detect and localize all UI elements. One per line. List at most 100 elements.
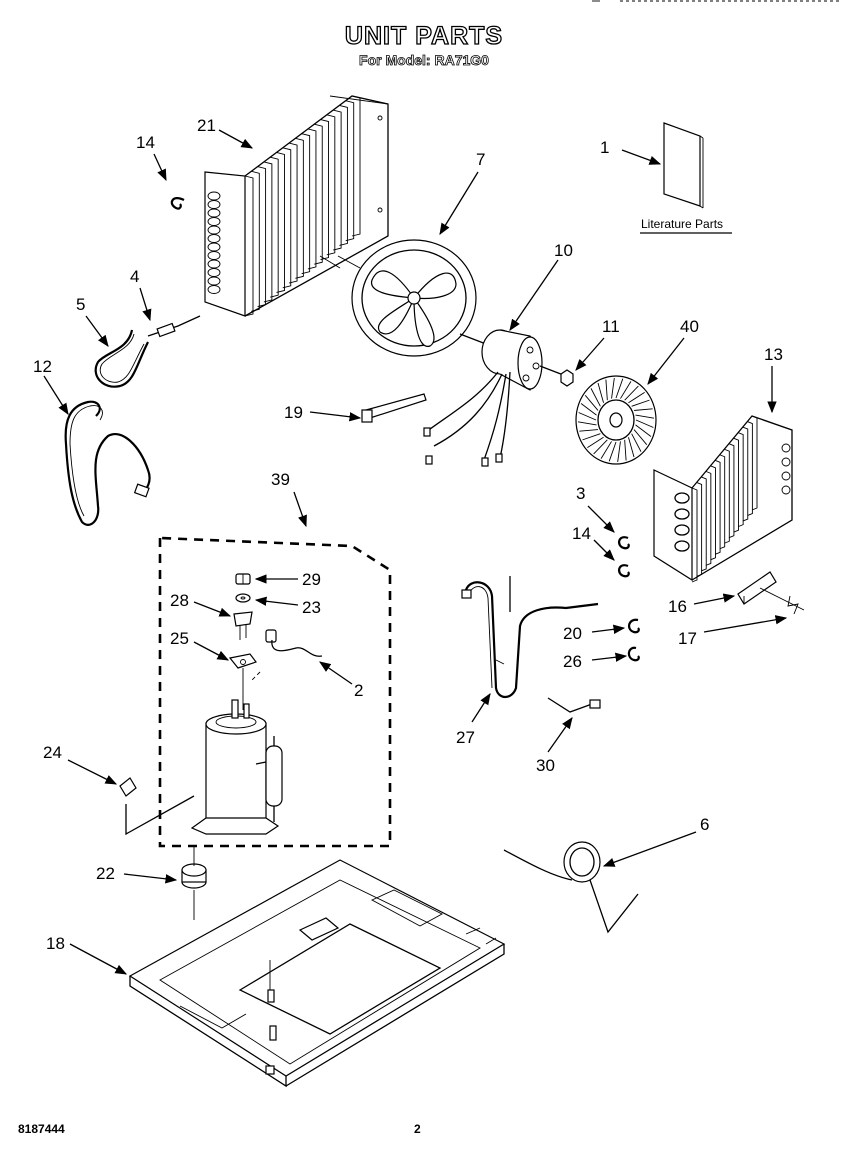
blower-blade — [582, 433, 601, 441]
part-28-terminal-cover — [233, 611, 253, 640]
part-24-clamp — [119, 777, 195, 836]
condenser-coil-bend — [207, 191, 221, 201]
evaporator-fin — [705, 470, 712, 566]
blower-blade — [615, 378, 624, 399]
part-4-sensor — [147, 315, 201, 338]
part-6-thermostat — [503, 841, 639, 934]
part-19-wire-tie — [361, 393, 427, 423]
blower-blade — [587, 436, 604, 448]
blower-blade — [605, 379, 608, 401]
model-subtitle: For Model: RA71G0 — [359, 52, 490, 69]
condenser-fin — [251, 170, 260, 312]
callout-12: 12 — [33, 357, 52, 376]
callout-11: 11 — [602, 317, 620, 336]
callout-30: 30 — [536, 756, 555, 775]
condenser-fin — [339, 104, 348, 246]
evaporator-fin — [724, 448, 730, 544]
part-23-washer — [235, 593, 251, 603]
condenser-fin — [301, 133, 311, 275]
condenser-fin — [351, 95, 361, 237]
condenser-coil-bend — [207, 276, 221, 286]
condenser-fin — [257, 166, 267, 308]
callout-10: 10 — [554, 241, 573, 260]
callout-2: 2 — [354, 681, 363, 700]
callout-14-top: 14 — [136, 133, 155, 152]
blower-blade — [577, 421, 597, 426]
part-25-overload-protector — [228, 653, 257, 710]
callout-23: 23 — [302, 598, 321, 617]
blower-blade — [635, 414, 655, 419]
blower-blade — [631, 399, 650, 407]
part-12-tube-assembly — [64, 400, 151, 526]
evaporator-coil-bend — [674, 524, 690, 536]
evaporator-fin — [742, 426, 749, 522]
blower-blade — [635, 424, 652, 437]
part-27-tube-assembly — [461, 576, 599, 699]
callout-19: 19 — [284, 403, 303, 422]
leader-arrows — [43, 129, 788, 975]
blower-blade — [633, 408, 653, 411]
evaporator-fin — [737, 432, 744, 528]
part-22-grommet — [181, 846, 207, 920]
part-7-fan-blade — [319, 239, 477, 357]
callout-26: 26 — [563, 652, 582, 671]
blower-blade — [633, 429, 648, 445]
blower-blade — [584, 395, 599, 411]
blower-blade — [608, 441, 617, 462]
callout-13: 13 — [764, 345, 783, 364]
blower-blade — [624, 385, 639, 401]
condenser-fin — [288, 142, 298, 284]
part-1-literature — [640, 122, 732, 234]
condenser-coil-bend — [207, 268, 221, 277]
blower-blade — [635, 419, 654, 428]
blower-blade — [580, 403, 597, 416]
blower-blade — [579, 429, 599, 432]
condenser-fin — [333, 109, 342, 251]
condenser-fin — [244, 175, 254, 317]
evaporator-fin — [733, 437, 739, 533]
callout-24: 24 — [43, 743, 62, 762]
blower-blade — [600, 441, 612, 459]
callout-29: 29 — [302, 570, 321, 589]
part-3-clip — [618, 536, 630, 550]
part-11-nut — [560, 369, 574, 387]
evaporator-fin — [714, 459, 721, 555]
blower-blade — [593, 439, 608, 455]
callout-labels: 21 14 7 1 10 4 5 11 40 13 12 19 39 3 14 … — [33, 116, 783, 953]
blower-blade — [631, 433, 642, 452]
callout-18: 18 — [46, 934, 65, 953]
callout-28: 28 — [170, 591, 189, 610]
blower-blade — [617, 441, 621, 463]
condenser-coil-bend — [207, 208, 221, 218]
evaporator-fin — [719, 454, 726, 550]
part-17-screw — [759, 587, 805, 615]
condenser-fin — [345, 100, 355, 242]
literature-parts-label: Literature Parts — [641, 217, 723, 231]
blower-blade — [611, 377, 615, 399]
condenser-fin — [270, 156, 279, 298]
callout-22: 22 — [96, 864, 115, 883]
part-18-base-pan — [128, 859, 506, 1088]
condenser-fin — [314, 123, 323, 265]
part-14-clip-top — [170, 197, 185, 210]
callout-20: 20 — [563, 624, 582, 643]
blower-blade — [620, 381, 632, 399]
evaporator-fin — [701, 476, 707, 572]
condenser-coil-bend — [207, 200, 221, 209]
part-13-evaporator-coil — [653, 415, 793, 583]
condenser-fin — [263, 161, 273, 303]
condenser-coil-bend — [207, 225, 221, 235]
compressor-body — [190, 699, 283, 835]
callout-14-right: 14 — [572, 524, 591, 543]
part-21-condenser-coil — [204, 95, 389, 317]
condenser-fin — [326, 114, 336, 256]
part-26-clip — [627, 646, 640, 662]
evaporator-coil-bend — [674, 508, 690, 520]
evaporator-fin — [747, 421, 753, 516]
evaporator-coil-bend — [674, 540, 690, 552]
condenser-coil-bend — [207, 234, 221, 243]
condenser-coil-bend — [207, 285, 221, 294]
callout-21: 21 — [197, 116, 216, 135]
evaporator-fin — [728, 443, 735, 539]
